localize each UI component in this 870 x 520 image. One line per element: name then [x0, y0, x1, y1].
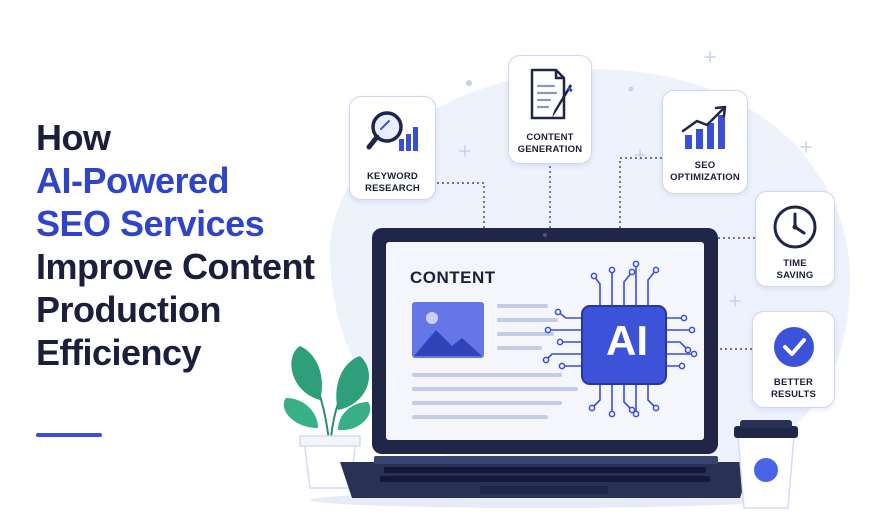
card-content-generation: CONTENT GENERATION	[508, 55, 592, 164]
card-keyword-research: KEYWORD RESEARCH	[349, 96, 436, 200]
card-label-better-results: BETTER RESULTS	[770, 377, 817, 400]
headline-line-2: AI-Powered	[36, 160, 230, 201]
image-placeholder-icon	[412, 302, 484, 358]
headline: How AI-Powered SEO Services Improve Cont…	[36, 116, 356, 374]
card-label-time-saving: TIME SAVING	[776, 258, 814, 281]
text-lines	[412, 304, 578, 419]
card-time-saving: TIME SAVING	[755, 191, 835, 287]
headline-line-4: Improve Content	[36, 246, 315, 287]
keyboard	[380, 467, 710, 482]
card-better-results: BETTER RESULTS	[752, 311, 835, 408]
magnifier-bar-chart-icon	[350, 107, 435, 163]
screen-heading: CONTENT	[410, 268, 496, 287]
checkmark-icon	[753, 322, 834, 378]
headline-underline	[36, 433, 102, 437]
card-seo-optimization: SEO OPTIMIZATION	[662, 90, 748, 194]
card-label-keyword-research: KEYWORD RESEARCH	[365, 171, 420, 194]
document-pen-icon	[509, 66, 591, 122]
circuit-traces	[545, 264, 694, 414]
dashed-connectors	[393, 157, 755, 350]
laptop-illustration	[310, 228, 770, 508]
headline-line-1: How	[36, 117, 111, 158]
ai-chip-label: AI	[606, 317, 648, 364]
card-label-content-generation: CONTENT GENERATION	[517, 132, 583, 155]
card-label-seo-optimization: SEO OPTIMIZATION	[670, 160, 740, 183]
coffee-cup-illustration	[734, 420, 798, 509]
growth-chart-icon	[663, 103, 747, 159]
ai-chip	[581, 305, 667, 385]
headline-line-5: Production	[36, 289, 221, 330]
headline-line-3: SEO Services	[36, 203, 265, 244]
plant-illustration	[283, 346, 371, 489]
clock-icon	[756, 202, 834, 258]
headline-line-6: Efficiency	[36, 332, 202, 373]
circuit-nodes	[542, 260, 698, 418]
